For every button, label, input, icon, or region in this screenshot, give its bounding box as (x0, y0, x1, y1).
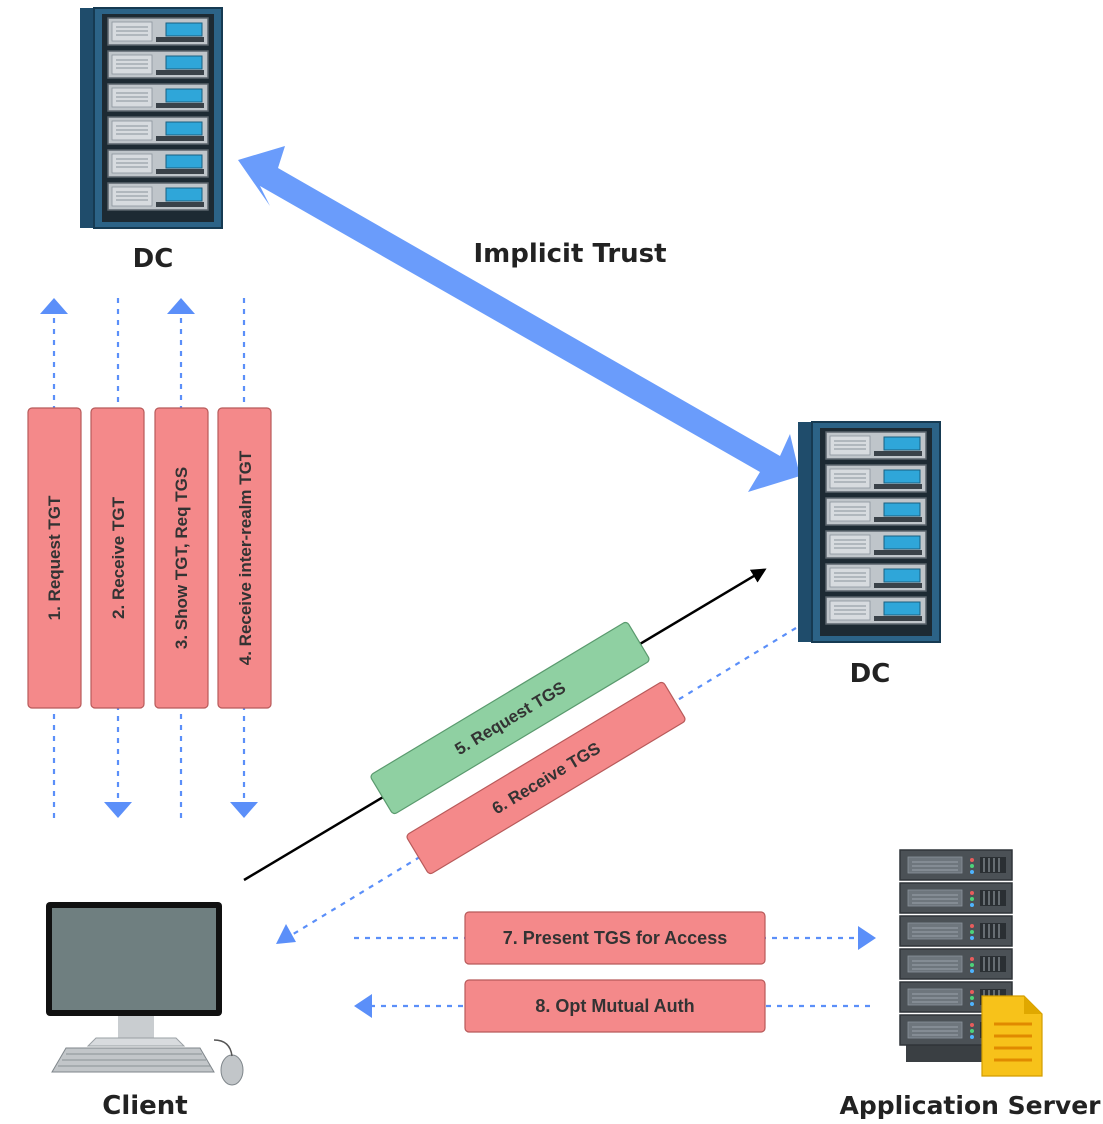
arrowhead-down (230, 802, 258, 818)
step-4-box: 4. Receive inter-realm TGT (217, 407, 272, 709)
step-8-label: 8. Opt Mutual Auth (535, 996, 694, 1016)
arrowhead-left (354, 994, 372, 1018)
arrowhead-down (104, 802, 132, 818)
step-4-label: 4. Receive inter-realm TGT (236, 450, 255, 665)
step-2-label: 2. Receive TGT (109, 496, 128, 619)
arrowhead-down-left (276, 924, 296, 944)
step-6-box: 6. Receive TGS (406, 681, 686, 875)
step-3-box: 3. Show TGT, Req TGS (154, 407, 209, 709)
step-1-box: 1. Request TGT (27, 407, 82, 709)
arrowhead-up (40, 298, 68, 314)
dc-right-label: DC (850, 659, 891, 689)
arrowhead-right (858, 926, 876, 950)
implicit-trust-arrow (238, 146, 800, 492)
vertical-arrowheads (40, 298, 258, 818)
server-rack-icon (798, 422, 940, 642)
application-server-icon (899, 849, 1043, 1077)
arrowhead-up (167, 298, 195, 314)
application-server-label: Application Server (839, 1091, 1101, 1120)
step-3-label: 3. Show TGT, Req TGS (172, 467, 191, 649)
step-7-box: 7. Present TGS for Access (464, 911, 766, 965)
vertical-step-arrows (52, 298, 246, 818)
dc-top-label: DC (133, 244, 174, 274)
step-1-label: 1. Request TGT (45, 495, 64, 620)
server-rack-icon (80, 8, 222, 228)
implicit-trust-label: Implicit Trust (473, 239, 666, 269)
client-label: Client (102, 1091, 187, 1121)
step-8-box: 8. Opt Mutual Auth (464, 979, 766, 1033)
step-7-label: 7. Present TGS for Access (503, 928, 727, 948)
step-2-box: 2. Receive TGT (90, 407, 145, 709)
document-icon (981, 995, 1043, 1077)
desktop-computer-icon (46, 902, 244, 1086)
